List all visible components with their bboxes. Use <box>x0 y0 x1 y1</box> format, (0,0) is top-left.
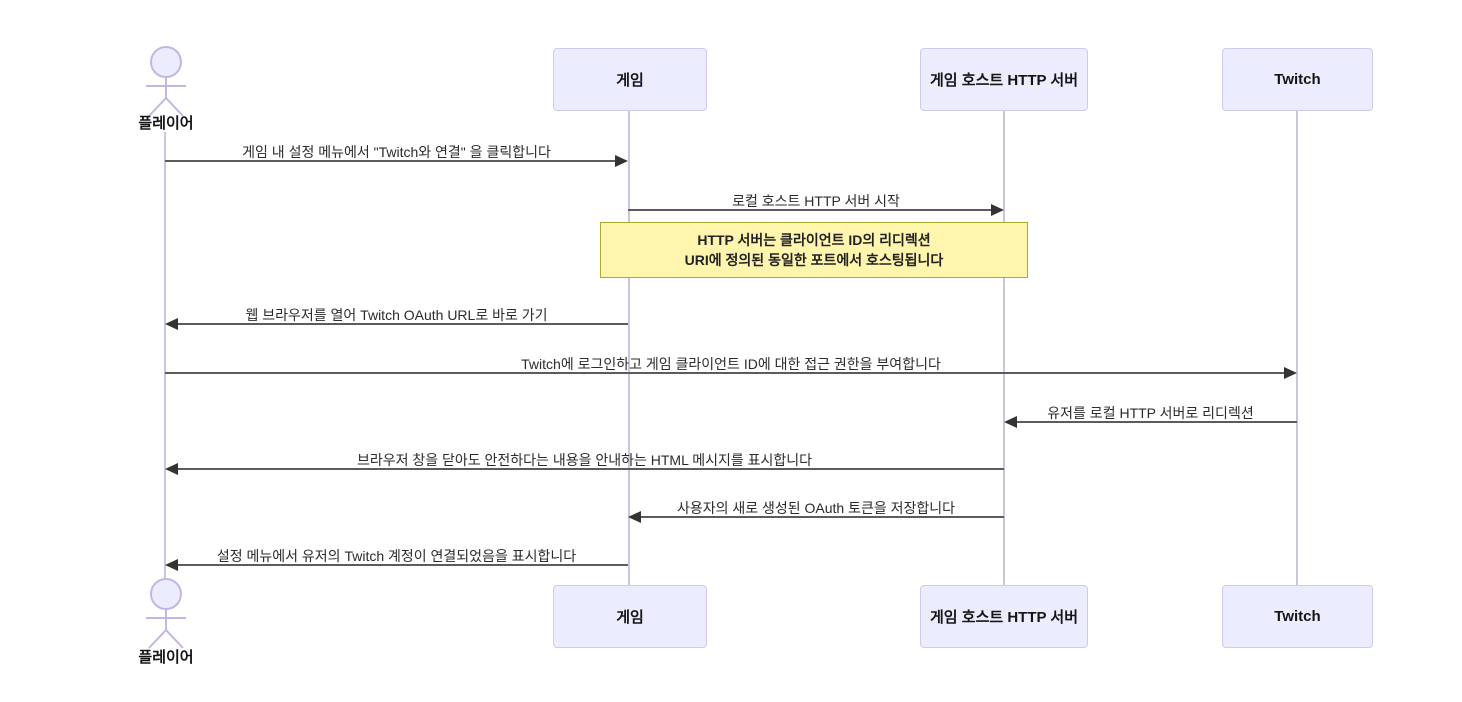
message-arrowhead <box>991 204 1004 216</box>
participant-twitch-bottom: Twitch <box>1222 585 1373 648</box>
actor-player-label-top: 플레이어 <box>138 115 194 132</box>
participant-label: Twitch <box>1274 71 1321 88</box>
player-actor-icon <box>146 578 186 649</box>
message-label: 브라우저 창을 닫아도 안전하다는 내용을 안내하는 HTML 메시지를 표시합… <box>356 452 813 468</box>
participant-label: 게임 <box>616 72 644 89</box>
message-line <box>628 209 993 211</box>
lifeline-game <box>628 111 630 585</box>
message-line <box>639 516 1004 518</box>
participant-label: 게임 <box>616 609 644 626</box>
message-line <box>176 468 1004 470</box>
message-arrowhead <box>615 155 628 167</box>
message-label: 웹 브라우저를 열어 Twitch OAuth URL로 바로 가기 <box>245 307 548 323</box>
lifeline-host <box>1003 111 1005 585</box>
message-arrowhead <box>1284 367 1297 379</box>
participant-label: 게임 호스트 HTTP 서버 <box>930 609 1078 626</box>
message-label: 로컬 호스트 HTTP 서버 시작 <box>732 193 900 209</box>
message-label: 게임 내 설정 메뉴에서 "Twitch와 연결" 을 클릭합니다 <box>242 144 551 160</box>
message-label: 설정 메뉴에서 유저의 Twitch 계정이 연결되었음을 표시합니다 <box>216 548 577 564</box>
participant-label: 게임 호스트 HTTP 서버 <box>930 72 1078 89</box>
message-arrowhead <box>165 318 178 330</box>
message-arrowhead <box>165 463 178 475</box>
message-line <box>176 323 628 325</box>
message-label: Twitch에 로그인하고 게임 클라이언트 ID에 대한 접근 권한을 부여합… <box>521 356 941 372</box>
participant-twitch-top: Twitch <box>1222 48 1373 111</box>
participant-game-top: 게임 <box>553 48 707 111</box>
player-actor-icon <box>146 46 186 117</box>
message-arrowhead <box>165 559 178 571</box>
message-arrowhead <box>628 511 641 523</box>
participant-host-top: 게임 호스트 HTTP 서버 <box>920 48 1088 111</box>
message-label: 유저를 로컬 HTTP 서버로 리디렉션 <box>1047 405 1254 421</box>
lifeline-twitch <box>1296 111 1298 585</box>
note-line-1: HTTP 서버는 클라이언트 ID의 리디렉션 <box>697 232 931 248</box>
lifeline-player <box>164 132 166 580</box>
message-line <box>165 160 617 162</box>
message-line <box>176 564 628 566</box>
message-line <box>1015 421 1297 423</box>
note-box: HTTP 서버는 클라이언트 ID의 리디렉션 URI에 정의된 동일한 포트에… <box>600 222 1028 278</box>
participant-label: Twitch <box>1274 608 1321 625</box>
participant-game-bottom: 게임 <box>553 585 707 648</box>
actor-player-label-bottom: 플레이어 <box>138 649 194 666</box>
message-line <box>165 372 1286 374</box>
note-line-2: URI에 정의된 동일한 포트에서 호스팅됩니다 <box>684 252 944 268</box>
message-arrowhead <box>1004 416 1017 428</box>
message-label: 사용자의 새로 생성된 OAuth 토큰을 저장합니다 <box>676 500 956 516</box>
participant-host-bottom: 게임 호스트 HTTP 서버 <box>920 585 1088 648</box>
